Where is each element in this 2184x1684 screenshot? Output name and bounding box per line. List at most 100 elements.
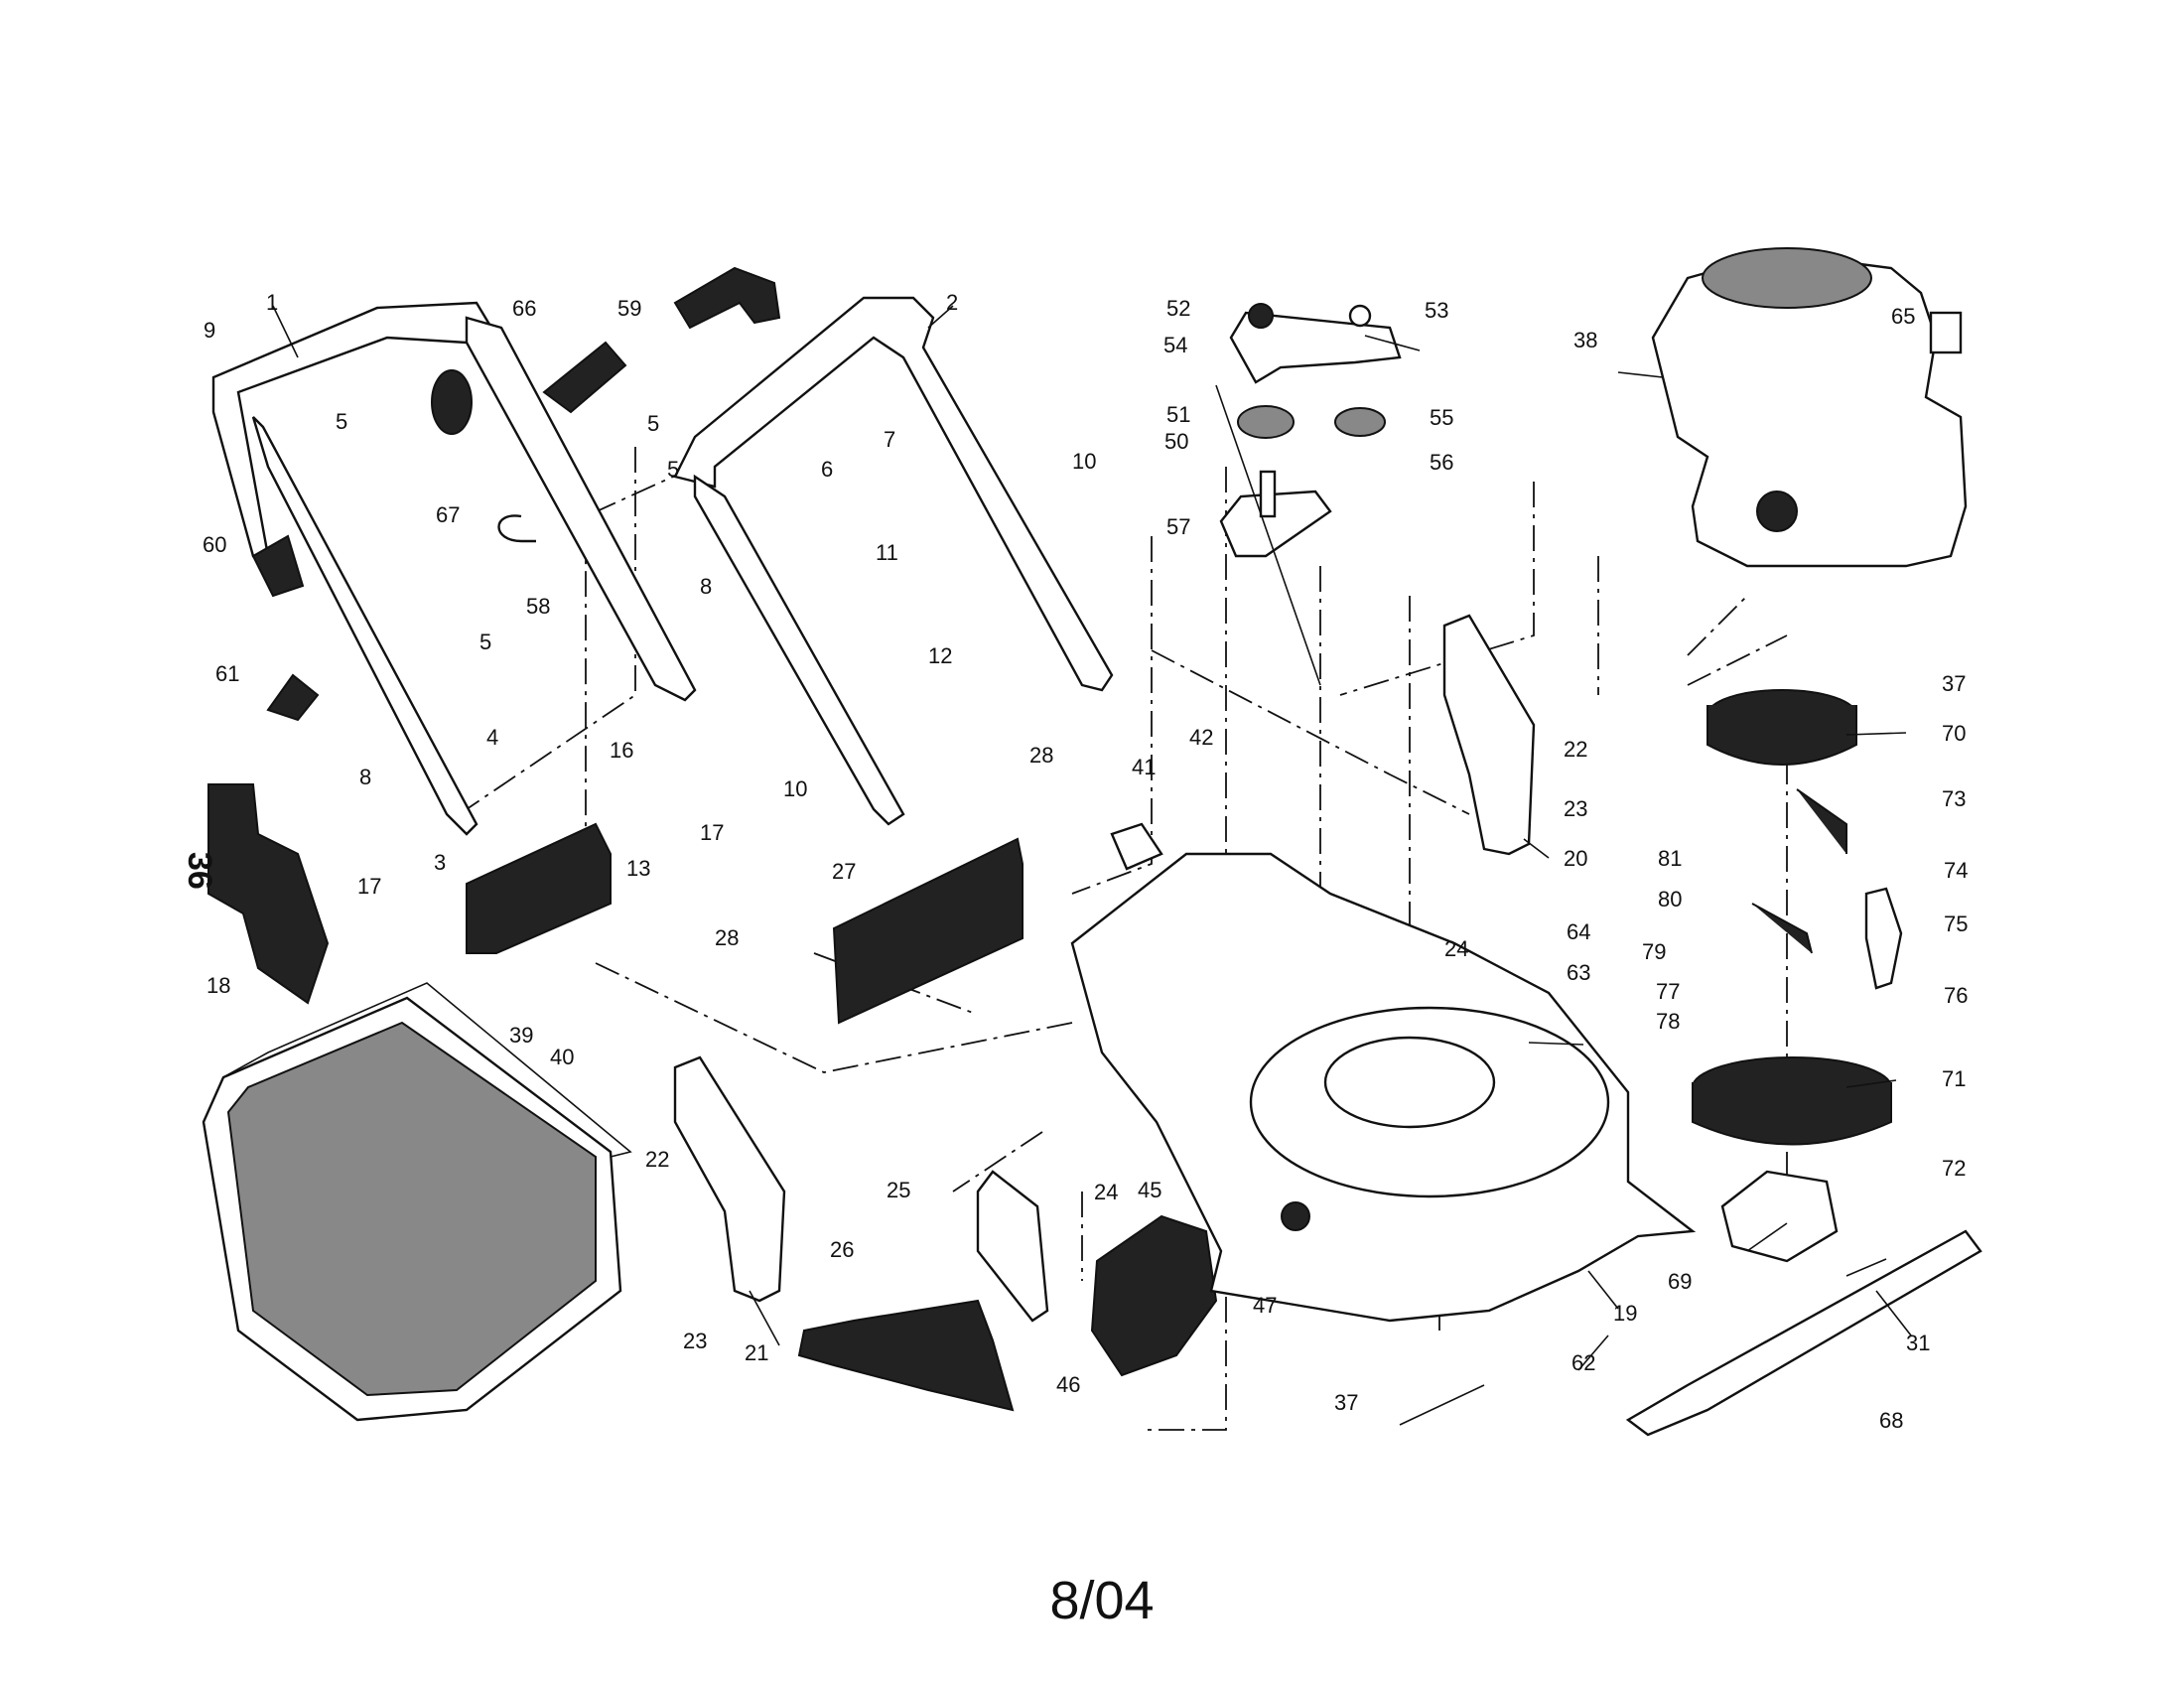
callout-38: 38: [1573, 328, 1597, 352]
callout-51: 51: [1166, 402, 1190, 427]
leader-lines: [272, 305, 1912, 1426]
rear-door: [466, 822, 612, 954]
callout-56: 56: [1430, 450, 1453, 475]
callout-6: 6: [821, 457, 833, 482]
callout-47: 47: [1253, 1293, 1277, 1318]
callout-12: 12: [928, 643, 952, 668]
pulley-51: [1237, 405, 1295, 439]
callout-40: 40: [550, 1045, 574, 1069]
pin-57: [1259, 470, 1277, 518]
callout-19: 19: [1613, 1301, 1637, 1326]
mower-deck: [1070, 852, 1697, 1323]
callout-79: 79: [1642, 939, 1666, 964]
lower-handle-left-arm: [693, 474, 905, 826]
callout-67: 67: [436, 502, 460, 527]
callout-63: 63: [1567, 960, 1590, 985]
callout-24: 24: [1444, 936, 1468, 961]
handle-assembly: [211, 266, 1114, 836]
cable-control: [431, 369, 473, 435]
plate-57: [1219, 490, 1332, 558]
callout-9: 9: [204, 318, 215, 343]
control-60: [251, 534, 305, 598]
callout-23: 23: [683, 1329, 707, 1353]
plate-25: [976, 1170, 1049, 1323]
callout-8: 8: [359, 765, 371, 789]
nut-47: [1281, 1201, 1310, 1231]
callout-10: 10: [783, 776, 807, 801]
callout-26: 26: [830, 1237, 854, 1262]
callout-5: 5: [336, 409, 347, 434]
callout-37: 37: [1334, 1390, 1358, 1415]
callout-2: 2: [946, 290, 958, 315]
grass-bag-fabric: [226, 1021, 597, 1397]
lever-4: [266, 673, 320, 722]
callout-labels: 1 2 3 4 5 5 5 5 6 7 8 8 9 10 10 11 12 13…: [181, 290, 1968, 1630]
callout-65: 65: [1891, 304, 1915, 329]
callout-41: 41: [1132, 755, 1156, 779]
spring-80: [1751, 903, 1813, 954]
callout-62: 62: [1571, 1350, 1595, 1375]
callout-58: 58: [526, 594, 550, 619]
rear-skirt: [832, 837, 1024, 1025]
callout-23: 23: [1564, 796, 1587, 821]
callout-72: 72: [1942, 1156, 1966, 1181]
callout-64: 64: [1567, 919, 1590, 944]
callout-66: 66: [512, 296, 536, 321]
blade-31: [1625, 1229, 1982, 1437]
callout-5: 5: [479, 630, 491, 654]
nut-53: [1348, 304, 1372, 328]
callout-17: 17: [700, 820, 724, 845]
bracket-75: [1864, 887, 1903, 990]
callout-10: 10: [1072, 449, 1096, 474]
callout-71: 71: [1942, 1066, 1966, 1091]
callout-81: 81: [1658, 846, 1682, 871]
callout-3: 3: [434, 850, 446, 875]
adapter-69: [1720, 1170, 1839, 1263]
pulley-70-rim: [1706, 705, 1857, 766]
callout-77: 77: [1656, 979, 1680, 1004]
callout-5: 5: [667, 457, 679, 482]
deflector-assembly: [207, 614, 1536, 1412]
callout-20: 20: [1564, 846, 1587, 871]
callout-24: 24: [1094, 1180, 1118, 1204]
callout-8: 8: [700, 574, 712, 599]
callout-7: 7: [884, 427, 895, 452]
callout-31: 31: [1906, 1331, 1930, 1355]
grass-bag: [202, 982, 632, 1422]
callout-50: 50: [1164, 429, 1188, 454]
callout-78: 78: [1656, 1009, 1680, 1034]
page-date-label: 8/04: [1049, 1571, 1154, 1630]
engine-port: [1756, 491, 1798, 532]
callout-22: 22: [645, 1147, 669, 1172]
side-page-number: 36: [181, 852, 218, 890]
callout-46: 46: [1056, 1372, 1080, 1397]
deflector-46: [797, 1299, 1015, 1412]
bag-frame-39: [222, 982, 632, 1158]
callout-76: 76: [1944, 983, 1968, 1008]
callout-21: 21: [745, 1340, 768, 1365]
callout-4: 4: [486, 725, 498, 750]
callout-17: 17: [357, 874, 381, 899]
callout-55: 55: [1430, 405, 1453, 430]
callout-53: 53: [1425, 298, 1448, 323]
callout-22: 22: [1564, 737, 1587, 762]
callout-11: 11: [876, 540, 898, 565]
callout-13: 13: [626, 856, 650, 881]
callout-69: 69: [1668, 1269, 1692, 1294]
callout-45: 45: [1138, 1178, 1161, 1202]
callout-18: 18: [206, 973, 230, 998]
pulley-71-rim: [1692, 1082, 1892, 1146]
callout-42: 42: [1189, 725, 1213, 750]
nut-52: [1248, 303, 1274, 329]
engine-top: [1702, 247, 1872, 309]
mulch-plug: [207, 783, 330, 1005]
callout-39: 39: [509, 1023, 533, 1048]
callout-37: 37: [1942, 671, 1966, 696]
callout-1: 1: [266, 290, 278, 315]
blade-assembly: [1625, 689, 1982, 1437]
callout-57: 57: [1166, 514, 1190, 539]
callout-73: 73: [1942, 786, 1966, 811]
grip-right: [673, 266, 781, 330]
part-41: [1110, 822, 1163, 871]
